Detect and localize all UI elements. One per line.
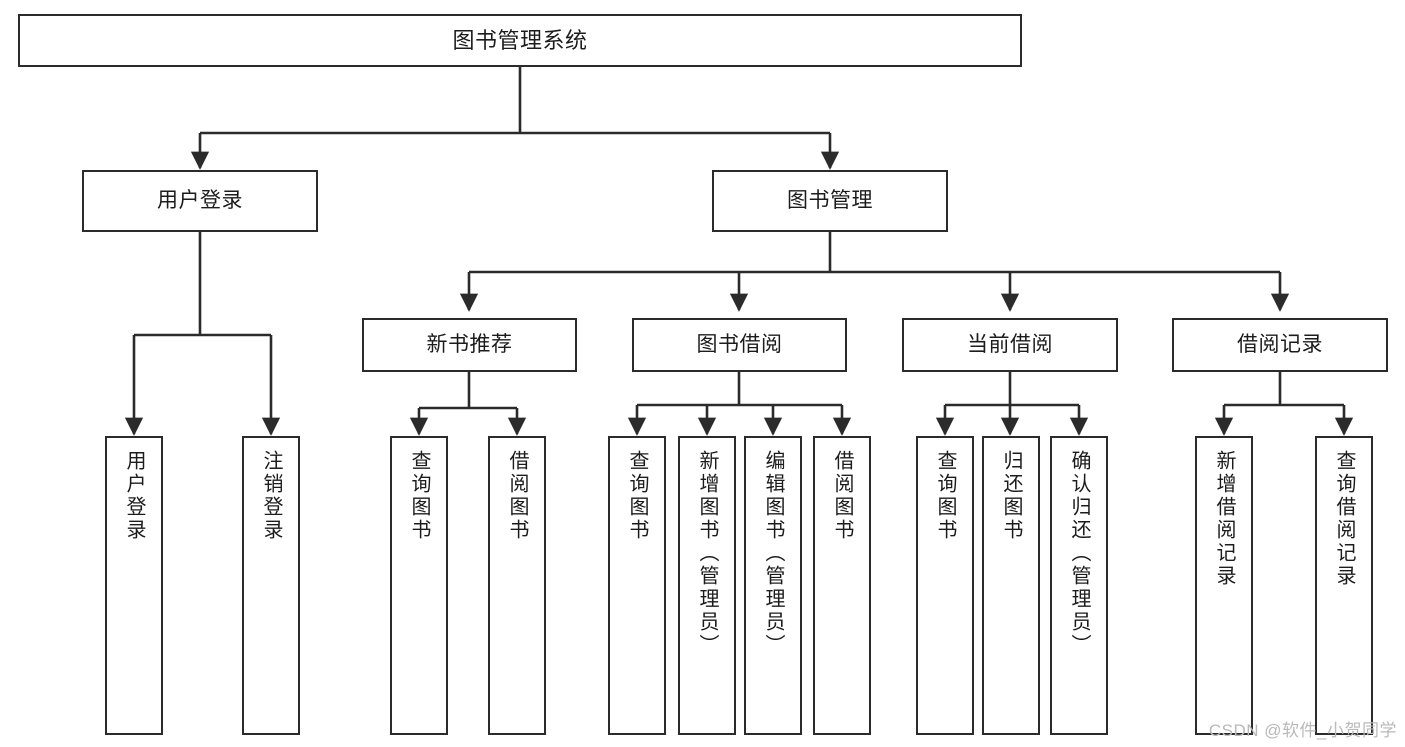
node-user-login[interactable]: 用户登录	[82, 170, 318, 232]
node-current-borrow[interactable]: 当前借阅	[902, 318, 1118, 372]
leaf-add-borrow-record[interactable]: 新增借阅记录	[1195, 436, 1253, 735]
node-label: 借阅图书	[506, 450, 528, 542]
node-label: 图书管理	[787, 188, 873, 212]
leaf-borrow-book[interactable]: 借阅图书	[813, 436, 871, 735]
leaf-logout[interactable]: 注销登录	[242, 436, 300, 735]
leaf-new-book-query[interactable]: 查询图书	[390, 436, 448, 735]
node-label: 查询借阅记录	[1333, 450, 1355, 588]
node-label: 图书管理系统	[452, 27, 588, 53]
node-label: 确认归还（管理员）	[1068, 450, 1090, 657]
node-label: 图书借阅	[696, 332, 783, 356]
node-new-book-recommend[interactable]: 新书推荐	[362, 318, 577, 372]
node-label: 用户登录	[157, 188, 243, 212]
node-label: 当前借阅	[967, 332, 1053, 356]
node-label: 归还图书	[1000, 450, 1022, 542]
leaf-confirm-return-admin[interactable]: 确认归还（管理员）	[1050, 436, 1108, 735]
node-label: 借阅记录	[1237, 332, 1323, 356]
node-borrow-record[interactable]: 借阅记录	[1172, 318, 1388, 372]
leaf-borrow-query-book[interactable]: 查询图书	[608, 436, 666, 735]
node-label: 借阅图书	[831, 450, 853, 542]
node-label: 新书推荐	[426, 332, 513, 356]
leaf-add-book-admin[interactable]: 新增图书（管理员）	[678, 436, 736, 735]
node-root-library-system[interactable]: 图书管理系统	[18, 14, 1022, 67]
leaf-current-query-book[interactable]: 查询图书	[916, 436, 974, 735]
node-label: 查询图书	[626, 450, 648, 542]
node-label: 用户登录	[123, 450, 145, 542]
leaf-new-book-borrow[interactable]: 借阅图书	[488, 436, 546, 735]
leaf-user-login[interactable]: 用户登录	[105, 436, 163, 735]
node-label: 新增图书（管理员）	[696, 450, 718, 657]
node-label: 注销登录	[260, 450, 282, 542]
node-label: 查询图书	[934, 450, 956, 542]
node-book-borrow[interactable]: 图书借阅	[632, 318, 847, 372]
node-label: 编辑图书（管理员）	[762, 450, 784, 657]
node-label: 新增借阅记录	[1213, 450, 1235, 588]
node-book-management[interactable]: 图书管理	[712, 170, 948, 232]
leaf-edit-book-admin[interactable]: 编辑图书（管理员）	[744, 436, 802, 735]
node-label: 查询图书	[408, 450, 430, 542]
leaf-query-borrow-record[interactable]: 查询借阅记录	[1315, 436, 1373, 735]
leaf-return-book[interactable]: 归还图书	[982, 436, 1040, 735]
watermark: CSDN @软件_小贺同学	[1208, 721, 1397, 740]
